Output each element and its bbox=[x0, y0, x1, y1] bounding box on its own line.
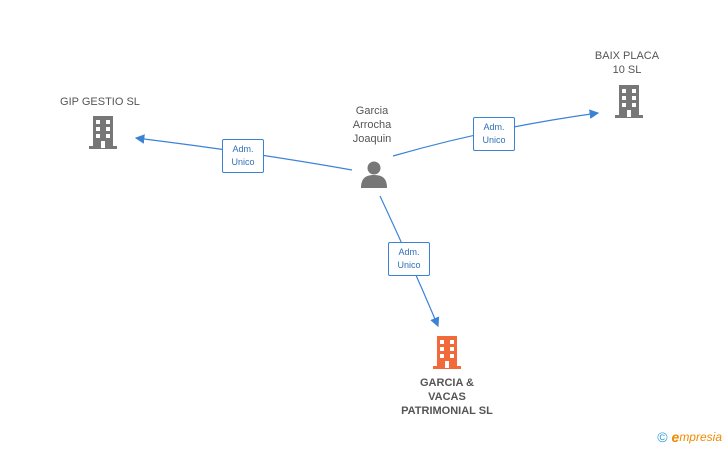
brand-name: mpresia bbox=[679, 430, 722, 444]
baix-name: BAIX PLACA 10 SL bbox=[594, 50, 660, 76]
garcia-vacas-name: GARCIA & VACAS PATRIMONIAL SL bbox=[401, 377, 493, 417]
edge-label-line1: Adm. bbox=[232, 144, 254, 154]
building-icon[interactable] bbox=[613, 83, 645, 119]
edge-label-line2: Unico bbox=[482, 135, 506, 145]
edge-label-to-gip[interactable]: Adm. Unico bbox=[222, 139, 264, 173]
person-icon[interactable] bbox=[360, 160, 388, 188]
person-name: Garcia Arrocha Joaquin bbox=[352, 105, 392, 145]
building-icon[interactable] bbox=[87, 114, 119, 150]
edge-label-line2: Unico bbox=[231, 157, 255, 167]
gip-name: GIP GESTIO SL bbox=[60, 96, 140, 108]
edge-label-to-baix[interactable]: Adm. Unico bbox=[473, 117, 515, 151]
brand-initial: e bbox=[671, 429, 680, 445]
building-icon[interactable] bbox=[431, 334, 463, 370]
edge-label-to-garcia-vacas[interactable]: Adm. Unico bbox=[388, 242, 430, 276]
edge-label-line1: Adm. bbox=[398, 247, 420, 257]
edge-label-line1: Adm. bbox=[483, 122, 505, 132]
copyright-icon: © bbox=[657, 429, 668, 445]
edge-label-line2: Unico bbox=[397, 260, 421, 270]
